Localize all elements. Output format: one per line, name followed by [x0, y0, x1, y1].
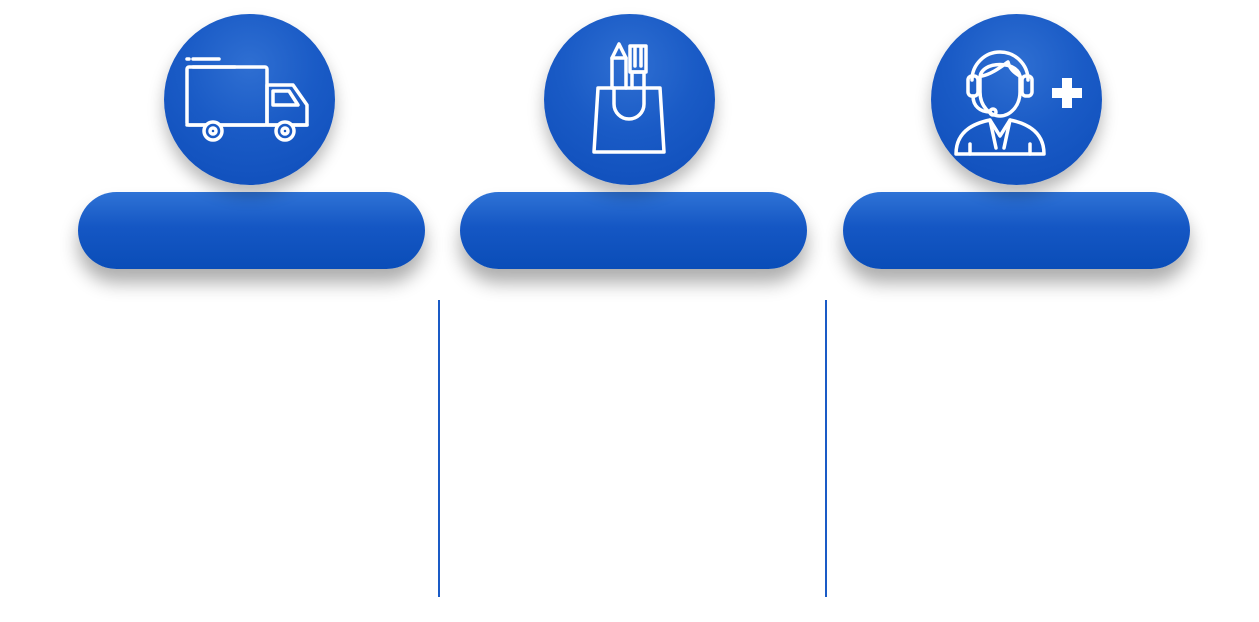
shopping-bag-cosmetics-icon	[591, 41, 666, 154]
delivery-truck-icon	[184, 56, 309, 142]
customer-support-plus-icon	[953, 49, 1082, 156]
bag-icon-badge	[544, 14, 715, 185]
feature-title-1	[78, 192, 425, 269]
truck-icon-badge	[164, 14, 335, 185]
feature-title-3	[843, 192, 1190, 269]
column-divider-1	[438, 300, 440, 597]
feature-title-2	[460, 192, 807, 269]
support-icon-badge	[931, 14, 1102, 185]
column-divider-2	[825, 300, 827, 597]
